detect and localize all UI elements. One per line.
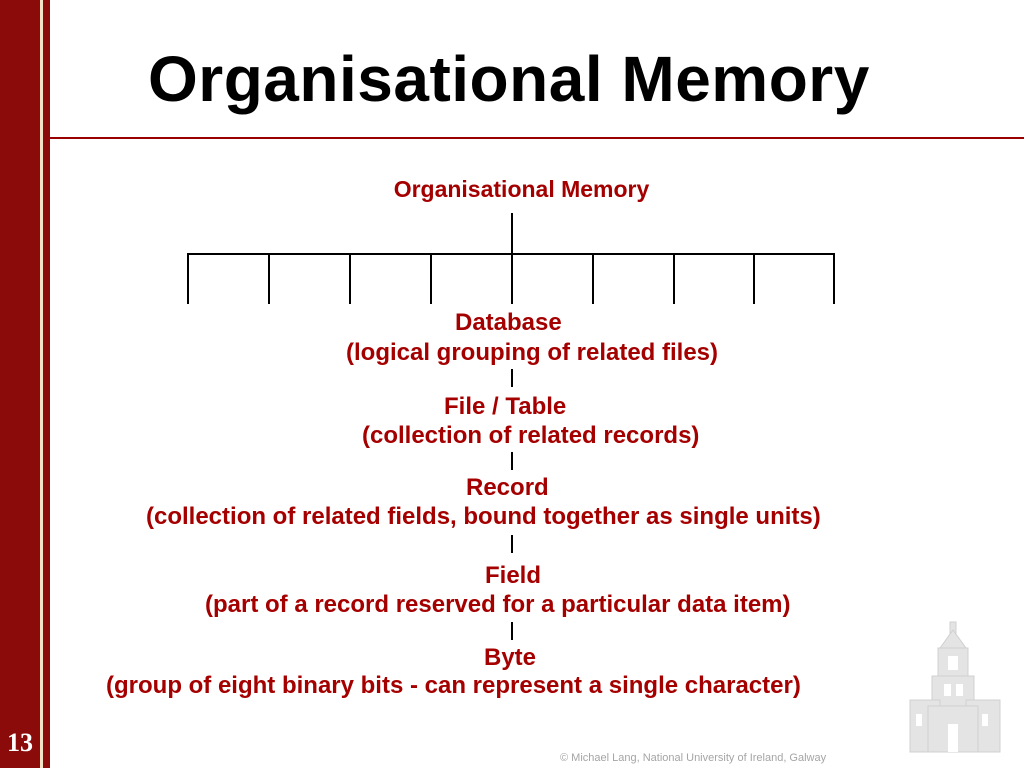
slide-title: Organisational Memory <box>148 43 870 115</box>
level-desc-file-table: (collection of related records) <box>362 422 700 449</box>
branch-tick <box>430 253 432 304</box>
title-rule <box>50 137 1024 139</box>
branch-tick <box>753 253 755 304</box>
level-label-field: Field <box>485 562 542 589</box>
level-label-record: Record <box>466 474 549 501</box>
level-connector <box>511 452 513 470</box>
branch-tick <box>833 253 835 304</box>
root-connector <box>511 213 513 254</box>
branch-tick <box>187 253 189 304</box>
branch-tick <box>268 253 270 304</box>
level-connector <box>511 622 513 640</box>
copyright-notice: © Michael Lang, National University of I… <box>560 752 827 764</box>
branch-tick <box>511 253 513 304</box>
level-label-database: Database <box>455 309 562 336</box>
level-desc-database: (logical grouping of related files) <box>346 339 719 366</box>
level-desc-record: (collection of related fields, bound tog… <box>146 503 821 530</box>
page-number: 13 <box>7 728 33 757</box>
building-tower-icon <box>909 621 1001 753</box>
branch-tick <box>673 253 675 304</box>
branch-tick <box>349 253 351 304</box>
diagram-root-label: Organisational Memory <box>393 176 650 202</box>
level-connector <box>511 369 513 387</box>
level-desc-field: (part of a record reserved for a particu… <box>205 591 791 618</box>
level-label-byte: Byte <box>484 644 537 671</box>
branch-tick <box>592 253 594 304</box>
sidebar: 13 <box>0 0 50 768</box>
level-connector <box>511 535 513 553</box>
level-label-file-table: File / Table <box>444 393 567 420</box>
sidebar-edge <box>40 0 43 768</box>
level-desc-byte: (group of eight binary bits - can repres… <box>106 672 801 699</box>
